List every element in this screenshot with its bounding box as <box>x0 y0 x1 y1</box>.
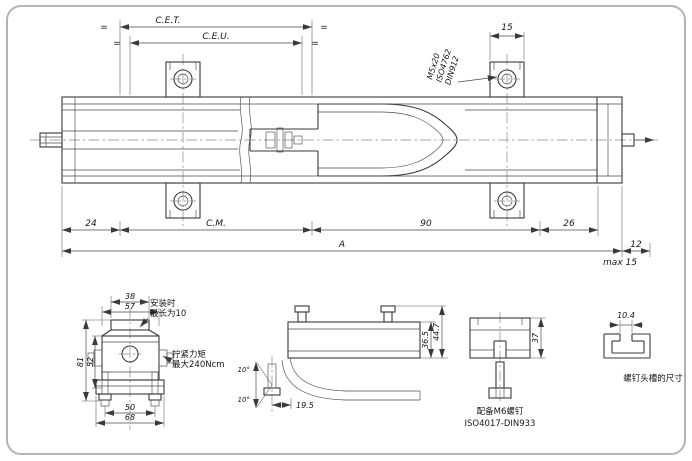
dim-15-label: 15 <box>501 23 513 33</box>
dim-10-4-label: 10.4 <box>617 311 635 320</box>
leader-line <box>162 355 173 364</box>
equal-symbol: = <box>320 23 328 33</box>
washer-icon <box>276 127 284 153</box>
dim-90-label: 90 <box>420 219 432 229</box>
m6-screw-head-icon <box>488 387 512 399</box>
dimension-cet: C.E.T. = = <box>100 16 328 95</box>
dim-24-label: 24 <box>85 219 97 229</box>
mounting-bracket-bottom-left <box>165 182 201 219</box>
left-connector <box>39 132 63 148</box>
dim-50-label: 50 <box>125 403 135 412</box>
equal-symbol: = <box>100 23 108 33</box>
dim-37-label: 37 <box>531 332 540 343</box>
dimension-15: 15 <box>489 23 525 60</box>
dim-44-7-label: 44.7 <box>432 322 441 341</box>
detail-side-view: 36.5 44.7 10° 10° 19.5 <box>238 305 448 414</box>
detail-bracket-view: 37 配备M6螺钉 ISO4017-DIN933 <box>465 312 546 429</box>
dimension-12: 12 max 15 <box>603 240 651 268</box>
detail-front-view: 38 57 81 52 <box>76 292 225 430</box>
m6-note-line2: ISO4017-DIN933 <box>465 419 536 429</box>
leader-line <box>457 75 498 83</box>
dim-36-5-label: 36.5 <box>421 331 430 349</box>
torque-note-line2: 最大240Ncm <box>172 359 225 370</box>
dimension-ceu: C.E.U. = = <box>113 32 319 95</box>
equal-symbol: = <box>311 39 319 49</box>
equal-symbol: = <box>113 39 121 49</box>
dim-26-label: 26 <box>563 219 575 229</box>
dim-19-5-label: 19.5 <box>296 401 314 410</box>
install-note-line1: 安装时 <box>150 298 176 309</box>
dim-a-label: A <box>338 240 345 250</box>
dimension-a: A <box>61 240 623 254</box>
detail-slot-profile: 10.4 螺钉头槽的尺寸 <box>603 311 683 384</box>
slot-note: 螺钉头槽的尺寸 <box>623 373 683 384</box>
dimension-chain-bottom: 24 C.M. 90 26 <box>61 186 651 257</box>
dim-57-label: 57 <box>125 302 136 311</box>
dim-68-label: 68 <box>125 413 135 422</box>
dim-ceu-label: C.E.U. <box>202 32 229 42</box>
dim-cet-label: C.E.T. <box>156 16 181 26</box>
dim-cm-label: C.M. <box>206 219 226 229</box>
cable-bend-curve <box>289 357 420 392</box>
dim-81-label: 81 <box>76 357 85 367</box>
torque-note-line1: 拧紧力矩 <box>172 349 207 360</box>
cable-bend-curve <box>281 359 420 401</box>
dim-12-label: 12 <box>630 240 642 250</box>
leader-line <box>139 317 149 328</box>
right-connector <box>621 133 655 147</box>
carriage <box>249 103 458 177</box>
m6-note-line1: 配备M6螺钉 <box>477 406 524 417</box>
dim-38-label: 38 <box>125 292 135 301</box>
angle-bottom-label: 10° <box>238 396 250 404</box>
install-note-line2: 最长为10 <box>150 308 186 319</box>
dim-52-label: 52 <box>86 357 95 367</box>
angle-top-label: 10° <box>238 366 250 374</box>
main-assembly-view: C.E.T. = = C.E.U. = = 15 M5x20 ISO4762 D… <box>30 16 658 268</box>
screw-head-icon <box>263 387 281 396</box>
mounting-bracket-bottom-right <box>489 182 525 219</box>
dim-max15-label: max 15 <box>603 258 637 268</box>
nut-icon <box>265 131 276 149</box>
mounting-bracket-top-left <box>165 61 201 98</box>
